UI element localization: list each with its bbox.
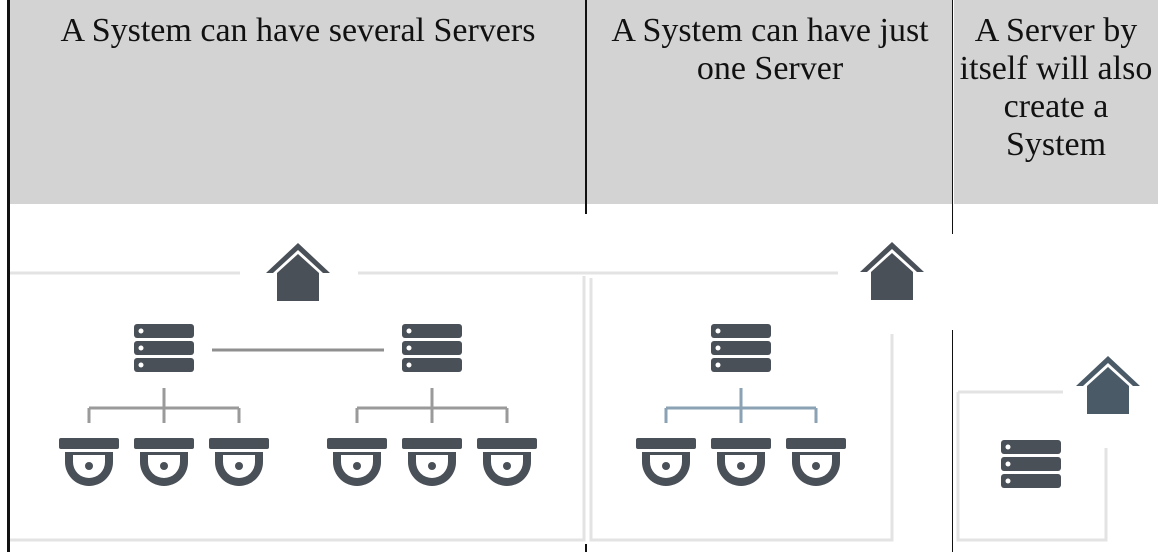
header-cell-several-servers: A System can have several Servers xyxy=(10,0,586,204)
server-icon xyxy=(134,324,194,372)
system-frame-single xyxy=(956,390,1108,542)
camera-tree-single xyxy=(664,388,818,423)
dome-camera-icon xyxy=(209,438,269,486)
header-cell-server-alone: A Server by itself will also create a Sy… xyxy=(954,0,1158,204)
column-divider-1-bottom xyxy=(585,544,587,552)
server-icon xyxy=(711,324,771,372)
header-text-server-alone: A Server by itself will also create a Sy… xyxy=(959,12,1153,163)
server-icon xyxy=(1001,440,1061,488)
column-divider-1 xyxy=(585,0,587,214)
column-divider-2 xyxy=(952,0,953,234)
server-icon xyxy=(402,324,462,372)
system-frame-several xyxy=(10,271,838,542)
dome-camera-icon xyxy=(477,438,537,486)
dome-camera-icon xyxy=(402,438,462,486)
system-house-icon xyxy=(1076,356,1140,414)
system-house-icon xyxy=(860,242,924,300)
camera-tree-right xyxy=(355,388,509,423)
dome-camera-icon xyxy=(134,438,194,486)
system-house-icon xyxy=(266,243,330,301)
system-frame-one xyxy=(589,278,894,542)
dome-camera-icon xyxy=(786,438,846,486)
header-cell-one-server: A System can have just one Server xyxy=(587,0,953,204)
camera-tree-left xyxy=(87,388,241,423)
dome-camera-icon xyxy=(711,438,771,486)
column-divider-2-lower xyxy=(952,330,953,552)
dome-camera-icon xyxy=(327,438,387,486)
header-text-several-servers: A System can have several Servers xyxy=(60,12,536,49)
table-left-border xyxy=(7,0,10,552)
header-text-one-server: A System can have just one Server xyxy=(611,12,929,87)
dome-camera-icon xyxy=(59,438,119,486)
dome-camera-icon xyxy=(636,438,696,486)
